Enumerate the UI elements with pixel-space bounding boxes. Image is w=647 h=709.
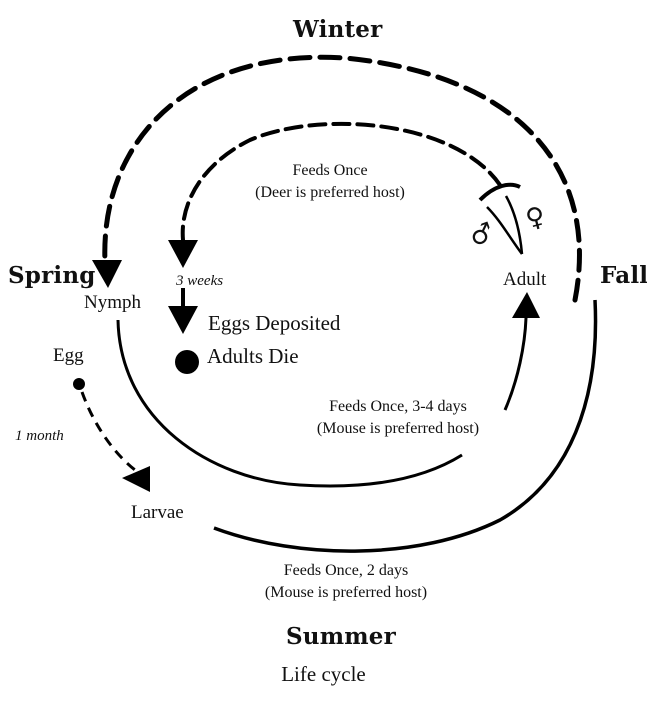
fall-label: Fall	[600, 262, 647, 289]
egg-to-larvae-dashed	[80, 391, 136, 472]
larvae-label: Larvae	[131, 502, 184, 523]
nymph-feeding-line1: Feeds Once, 3-4 days	[329, 398, 467, 415]
nymph-feeding-note: Feeds Once, 3-4 days (Mouse is preferred…	[278, 396, 518, 439]
three-weeks-label: 3 weeks	[176, 273, 224, 289]
winter-label: Winter	[293, 16, 383, 43]
larvae-feeding-note: Feeds Once, 2 days (Mouse is preferred h…	[226, 560, 466, 603]
nymph-label: Nymph	[84, 292, 141, 313]
larvae-arrowhead	[122, 466, 150, 492]
larvae-feeding-line1: Feeds Once, 2 days	[283, 562, 409, 579]
figure-caption: Life cycle	[281, 662, 366, 686]
egg-dot	[73, 378, 85, 390]
adults-die-label: Adults Die	[207, 344, 299, 368]
adult-feeding-line1: Feeds Once	[292, 162, 368, 179]
tick-drawing	[478, 182, 524, 255]
one-month-label: 1 month	[15, 428, 64, 444]
egg-label: Egg	[53, 345, 84, 366]
larvae-feeding-line2: (Mouse is preferred host)	[264, 583, 428, 601]
adult-feeding-line2: (Deer is preferred host)	[255, 183, 405, 201]
summer-label: Summer	[286, 623, 396, 650]
outer-solid-arc-summer	[213, 299, 598, 553]
inner-dashed-arc	[180, 121, 502, 242]
adult-feeding-note: Feeds Once (Deer is preferred host)	[220, 160, 440, 203]
outer-dashed-arc-winter	[102, 54, 582, 303]
eggs-deposited-arrowhead	[168, 306, 198, 334]
rising-arc-to-adult	[503, 317, 528, 411]
spring-label: Spring	[8, 262, 96, 289]
nymph-to-adult-arc	[116, 319, 463, 488]
inner-arc-arrowhead	[168, 240, 198, 268]
adults-die-dot	[175, 350, 199, 374]
eggs-deposited-label: Eggs Deposited	[208, 311, 341, 335]
adult-label: Adult	[503, 269, 547, 290]
nymph-feeding-line2: (Mouse is preferred host)	[316, 419, 480, 437]
outer-arc-arrowhead	[92, 260, 122, 288]
adult-arrowhead	[512, 292, 540, 318]
